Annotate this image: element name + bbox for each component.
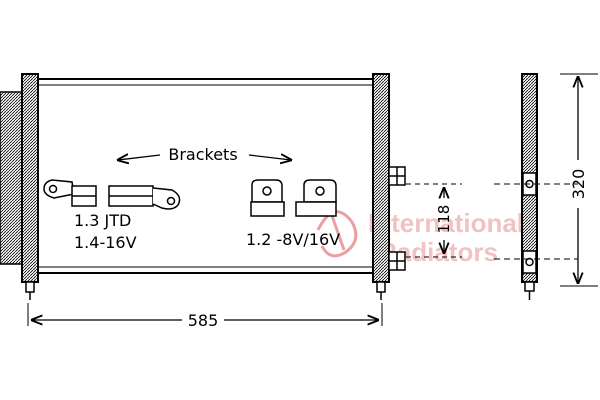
watermark-line-1: International [368,208,524,238]
width-dimension-label: 585 [188,311,219,330]
right-mounting-pin [376,281,386,300]
lower-port-connector [388,251,406,271]
port-spacing-label: 118 [435,205,453,234]
watermark: International Radiators [316,208,524,267]
left-header-tank [21,73,39,283]
width-dimension [27,303,383,326]
condenser-side-view [494,73,578,300]
variant-b-label: 1.2 -8V/16V [246,230,340,249]
bracket-b1 [250,179,285,217]
left-mounting-pin [25,281,35,300]
bracket-a2 [108,185,181,210]
brackets-callout: Brackets [118,145,291,164]
upper-port-connector [388,166,406,186]
side-lower-port [522,250,537,274]
bracket-set-a [43,179,181,210]
side-mounting-pin [524,281,535,300]
bracket-set-b [250,179,337,217]
left-side-panel [0,91,23,265]
right-header-tank [372,73,390,283]
variant-a-line-2: 1.4-16V [74,233,137,252]
condenser-front-view [0,73,406,300]
brackets-label: Brackets [168,145,237,164]
bracket-b2 [295,179,337,217]
variant-a-line-1: 1.3 JTD [74,211,131,230]
bracket-a1 [43,179,97,207]
height-dimension [560,73,598,287]
height-dimension-label: 320 [569,169,588,200]
port-spacing-dimension [406,183,462,258]
